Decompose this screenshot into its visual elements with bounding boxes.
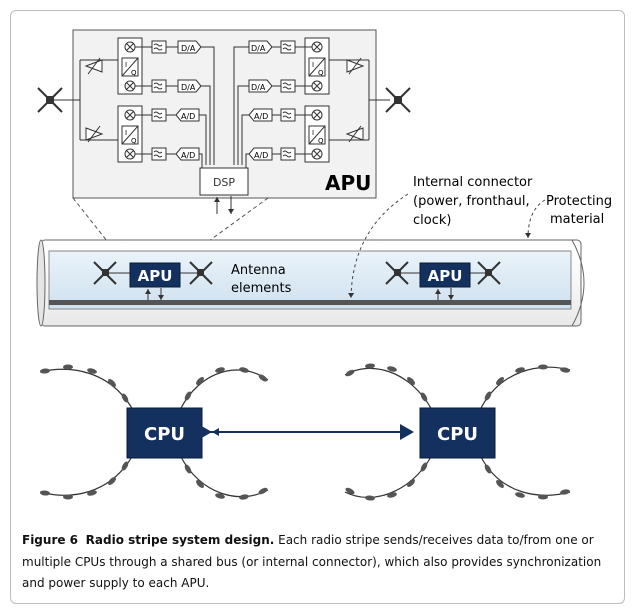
figure-caption: Figure 6 Radio stripe system design. Eac… [22,530,618,595]
stripe-apu-1: APU [93,261,213,300]
svg-text:I: I [125,61,127,69]
figure-caption-text: Each radio stripe sends/receives data to… [22,533,602,590]
internal-connector-label: Internal connector [413,175,533,190]
internal-bus [49,300,571,305]
svg-text:A/D: A/D [254,112,268,121]
apu-detail-panel: I Q I Q I Q [62,29,390,214]
adc-converter: A/D [248,108,273,122]
internal-connector-label: clock) [413,213,451,228]
svg-text:A/D: A/D [181,151,195,160]
svg-text:Q: Q [131,137,137,145]
cpu-right: CPU [419,407,496,459]
adc-converter: A/D [175,108,200,122]
antenna-elements-label: Antenna [231,263,286,278]
adc-converter: A/D [175,147,200,161]
projection-line [72,197,131,271]
svg-text:D/A: D/A [251,83,266,92]
antenna-element-icon [485,269,492,276]
antenna-elements-label: elements [231,281,292,296]
cpu-left: CPU [126,407,203,459]
stripe-apu-label: APU [428,267,463,285]
svg-text:D/A: D/A [251,44,266,53]
stripe-apu-2: APU [385,261,501,300]
svg-text:Q: Q [318,69,324,77]
cpu-left-label: CPU [144,424,185,445]
dsp-label: DSP [213,176,235,189]
antenna-element-icon [197,269,204,276]
svg-text:D/A: D/A [181,44,196,53]
dsp-block [199,167,249,196]
svg-text:A/D: A/D [254,151,268,160]
radio-stripe: APU APU Antenna elements [36,239,585,327]
antenna-element-icon [394,269,401,276]
protecting-material-label: Protecting [546,194,612,209]
antenna-element-icon [102,269,109,276]
svg-text:A/D: A/D [181,112,195,121]
adc-converter: A/D [248,147,273,161]
amplifier-icon [345,125,364,143]
iq-mixer-block-bottom-left: I Q [117,105,143,163]
antenna-element-icon [385,87,411,113]
stripe-cable-nodes [40,363,570,501]
filter-icon [151,40,296,161]
amplifier-icon [346,57,365,75]
figure-label: Figure 6 [22,533,79,547]
stripe-apu-label: APU [138,267,173,285]
antenna-element-icon [37,87,63,113]
svg-text:I: I [125,129,127,137]
svg-text:Q: Q [131,69,137,77]
svg-text:Q: Q [318,137,324,145]
amplifier-icon [84,57,103,75]
cpu-right-label: CPU [437,424,478,445]
internal-connector-label: (power, fronthaul, [413,194,530,209]
apu-panel-title: APU [325,171,371,195]
connector-pointer [348,193,409,299]
dac-converter: D/A [248,40,273,54]
dac-converter: D/A [177,40,202,54]
dac-converter: D/A [177,79,202,93]
protecting-material-label: material [550,212,604,227]
figure-title: Radio stripe system design. [85,533,275,547]
protecting-pointer [525,199,546,239]
amplifier-icon [85,125,104,143]
dac-converter: D/A [248,79,273,93]
svg-text:I: I [312,129,314,137]
svg-text:D/A: D/A [181,83,196,92]
svg-text:I: I [312,61,314,69]
